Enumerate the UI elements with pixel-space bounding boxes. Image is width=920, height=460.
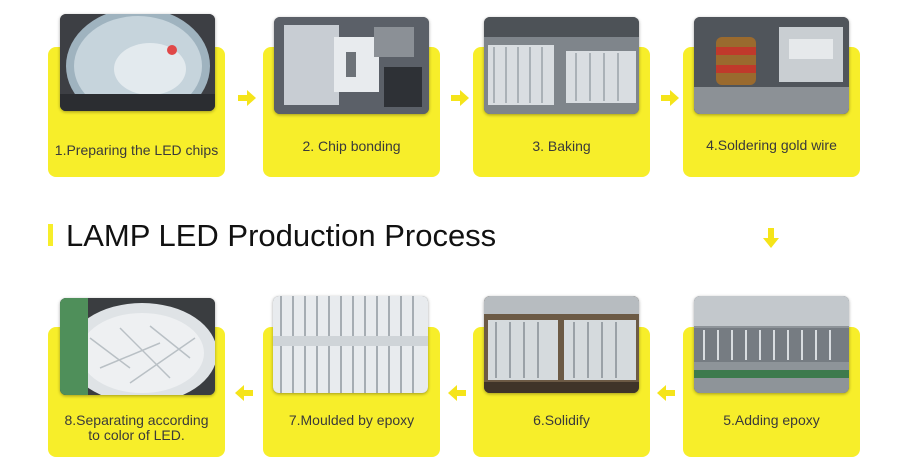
step-label-3: 3. Baking [532, 138, 591, 154]
step-label-8-line2: to color of LED. [88, 427, 185, 443]
step-label-8-line1: 8.Separating according [64, 412, 209, 428]
step-label-4: 4.Soldering gold wire [706, 137, 837, 153]
step-label-1: 1.Preparing the LED chips [54, 142, 219, 158]
left-arrow-icon [235, 385, 253, 401]
down-arrow-icon [763, 228, 779, 248]
step-photo-1 [60, 14, 215, 111]
step-photo-2 [274, 17, 429, 114]
step-photo-5 [694, 296, 849, 393]
step-photo-8 [60, 298, 215, 395]
step-photo-3 [484, 17, 639, 114]
step-photo-6 [484, 296, 639, 393]
step-label-7: 7.Moulded by epoxy [288, 412, 415, 428]
right-arrow-icon [661, 90, 679, 106]
right-arrow-icon [238, 90, 256, 106]
left-arrow-icon [657, 385, 675, 401]
right-arrow-icon [451, 90, 469, 106]
step-label-6: 6.Solidify [533, 412, 590, 428]
title-accent-bar [48, 224, 53, 246]
page-title: LAMP LED Production Process [66, 218, 497, 253]
step-label-5: 5.Adding epoxy [723, 412, 820, 428]
left-arrow-icon [448, 385, 466, 401]
step-photo-7 [273, 296, 428, 393]
step-label-2: 2. Chip bonding [302, 138, 401, 154]
step-photo-4 [694, 17, 849, 114]
